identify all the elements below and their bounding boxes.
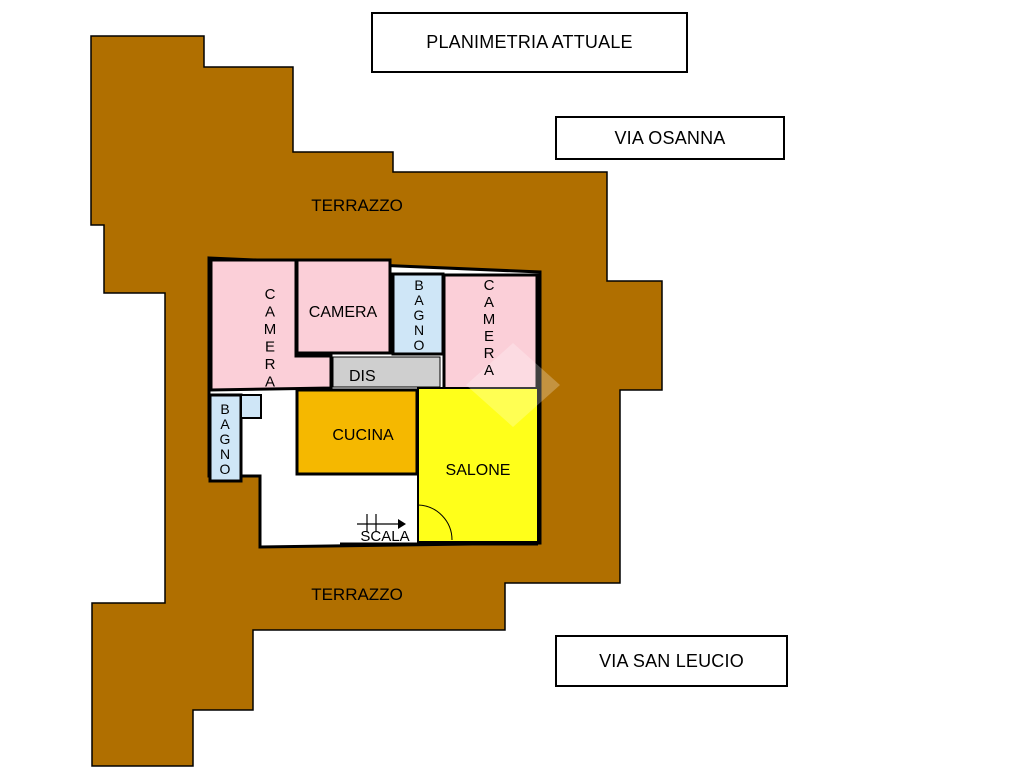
door-swing: [417, 504, 453, 541]
stair-arrow-head: [398, 519, 406, 529]
label-terrazzo-top: TERRAZZO: [311, 196, 403, 215]
vertical-label-letter: N: [220, 446, 230, 462]
vertical-label-letter: G: [414, 307, 425, 323]
vertical-label-letter: R: [484, 345, 495, 362]
label-salone: SALONE: [446, 462, 511, 479]
vertical-label-letter: A: [265, 304, 275, 321]
vertical-label-letter: E: [484, 328, 494, 345]
vertical-label-letter: C: [265, 286, 276, 303]
street-label-top: VIA OSANNA: [555, 116, 785, 160]
label-terrazzo-bottom: TERRAZZO: [311, 585, 403, 604]
label-camera-right: CAMERA: [483, 277, 496, 379]
vertical-label-letter: O: [220, 461, 231, 477]
room-camera-center: [295, 258, 392, 355]
street-label-bottom: VIA SAN LEUCIO: [555, 635, 788, 687]
vertical-label-letter: R: [265, 356, 276, 373]
vertical-label-letter: N: [414, 322, 424, 338]
label-dis: DIS: [349, 368, 376, 385]
vertical-label-letter: B: [414, 277, 423, 293]
vertical-label-letter: O: [414, 337, 425, 353]
vertical-label-letter: A: [484, 362, 494, 379]
bagno-left-notch: [240, 394, 262, 419]
room-bagno-left: [208, 393, 243, 483]
room-dis: [332, 356, 441, 388]
vertical-label-letter: M: [264, 321, 277, 338]
vertical-label-letter: A: [484, 294, 494, 311]
vertical-label-letter: C: [484, 277, 495, 294]
vertical-label-letter: A: [220, 416, 230, 432]
label-camera-left: CAMERA: [264, 286, 277, 391]
vertical-label-letter: A: [414, 292, 424, 308]
vertical-label-letter: A: [265, 374, 275, 391]
room-bagno-top: [391, 272, 445, 356]
vertical-label-letter: M: [483, 311, 496, 328]
label-camera-center: CAMERA: [309, 304, 378, 321]
plan-title: PLANIMETRIA ATTUALE: [371, 12, 688, 73]
vertical-label-letter: B: [220, 401, 229, 417]
label-scala: SCALA: [360, 528, 409, 545]
label-cucina: CUCINA: [332, 427, 394, 444]
watermark-logo: [466, 343, 560, 427]
room-salone: [417, 387, 539, 543]
vertical-label-letter: E: [265, 339, 275, 356]
vertical-label-letter: G: [220, 431, 231, 447]
